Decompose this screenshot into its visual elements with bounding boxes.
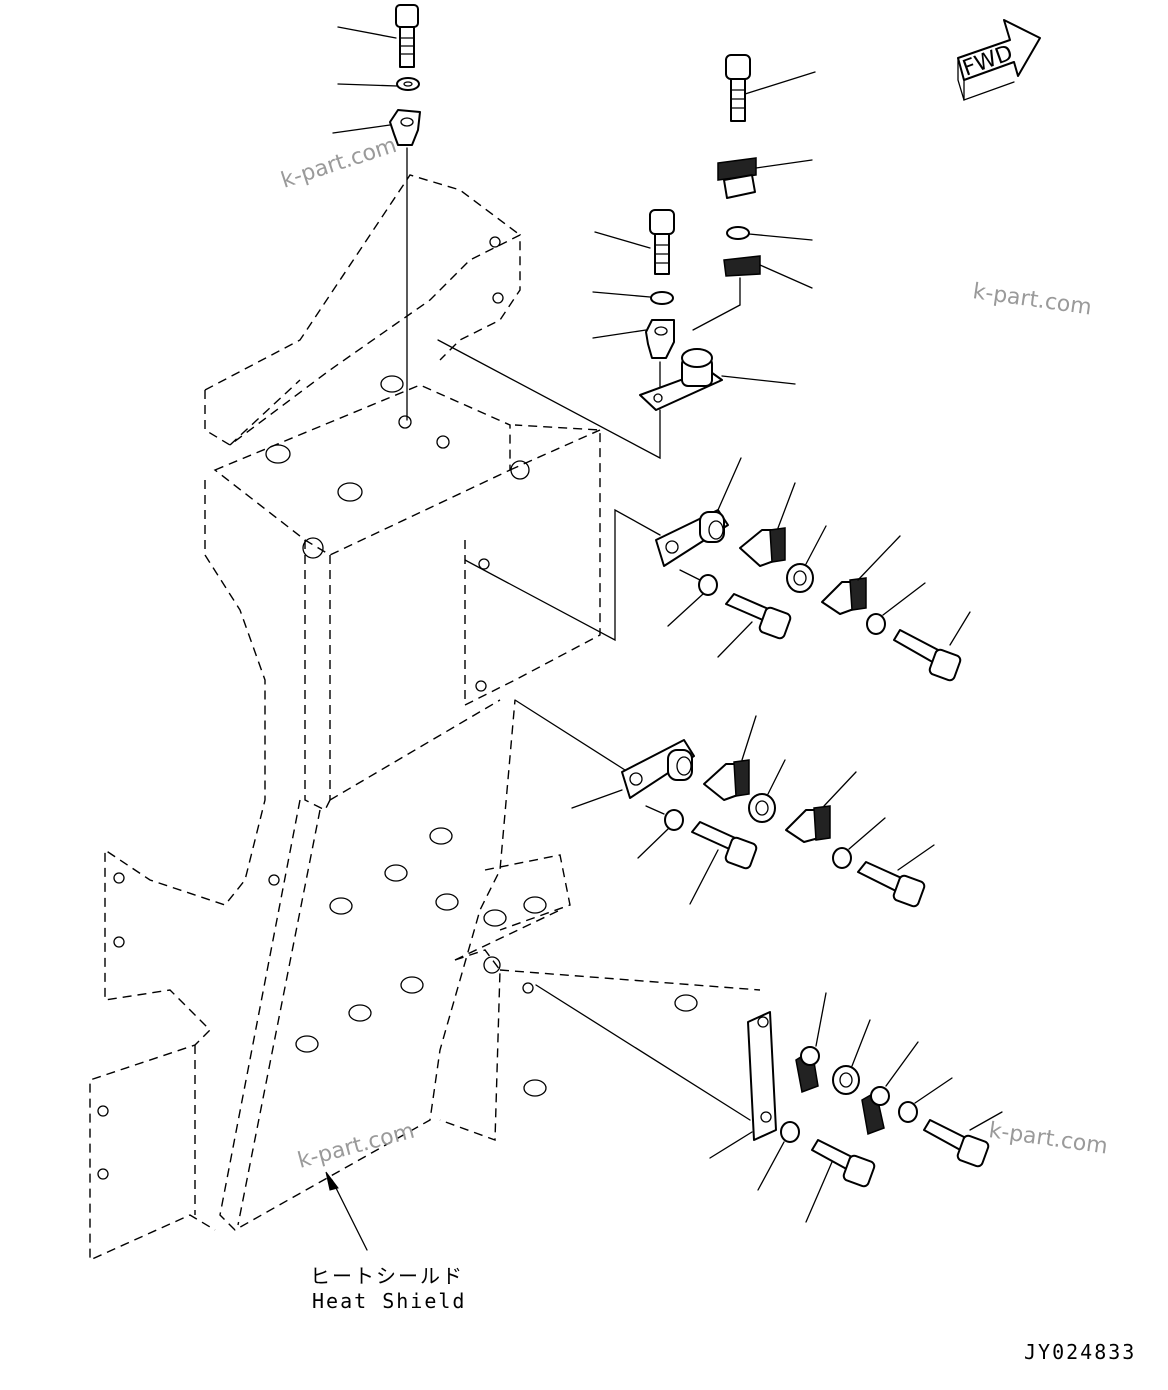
heat-shield-callout: ヒートシールド Heat Shield — [310, 1171, 466, 1313]
clamp-assembly-3 — [535, 984, 1003, 1223]
upper-right-bolt-stack — [692, 54, 816, 331]
heat-shield-frame — [89, 174, 761, 1262]
top-bolt-stack — [332, 4, 421, 421]
heat-shield-label-jp: ヒートシールド — [310, 1264, 464, 1288]
stay-bracket — [437, 339, 796, 460]
heat-shield-label-en: Heat Shield — [312, 1289, 466, 1313]
figure-code: JY024833 — [1024, 1340, 1136, 1364]
clamp-assembly-1 — [464, 457, 971, 682]
watermark: k-part.com — [971, 279, 1093, 320]
fwd-arrow-icon: FWD — [957, 19, 1041, 101]
watermark: k-part.com — [295, 1119, 417, 1174]
watermark: k-part.com — [987, 1118, 1109, 1159]
watermark: k-part.com — [278, 133, 400, 194]
middle-bolt-stack — [592, 209, 675, 391]
frame-bolts — [265, 375, 698, 1097]
clamp-assembly-2 — [514, 699, 935, 908]
